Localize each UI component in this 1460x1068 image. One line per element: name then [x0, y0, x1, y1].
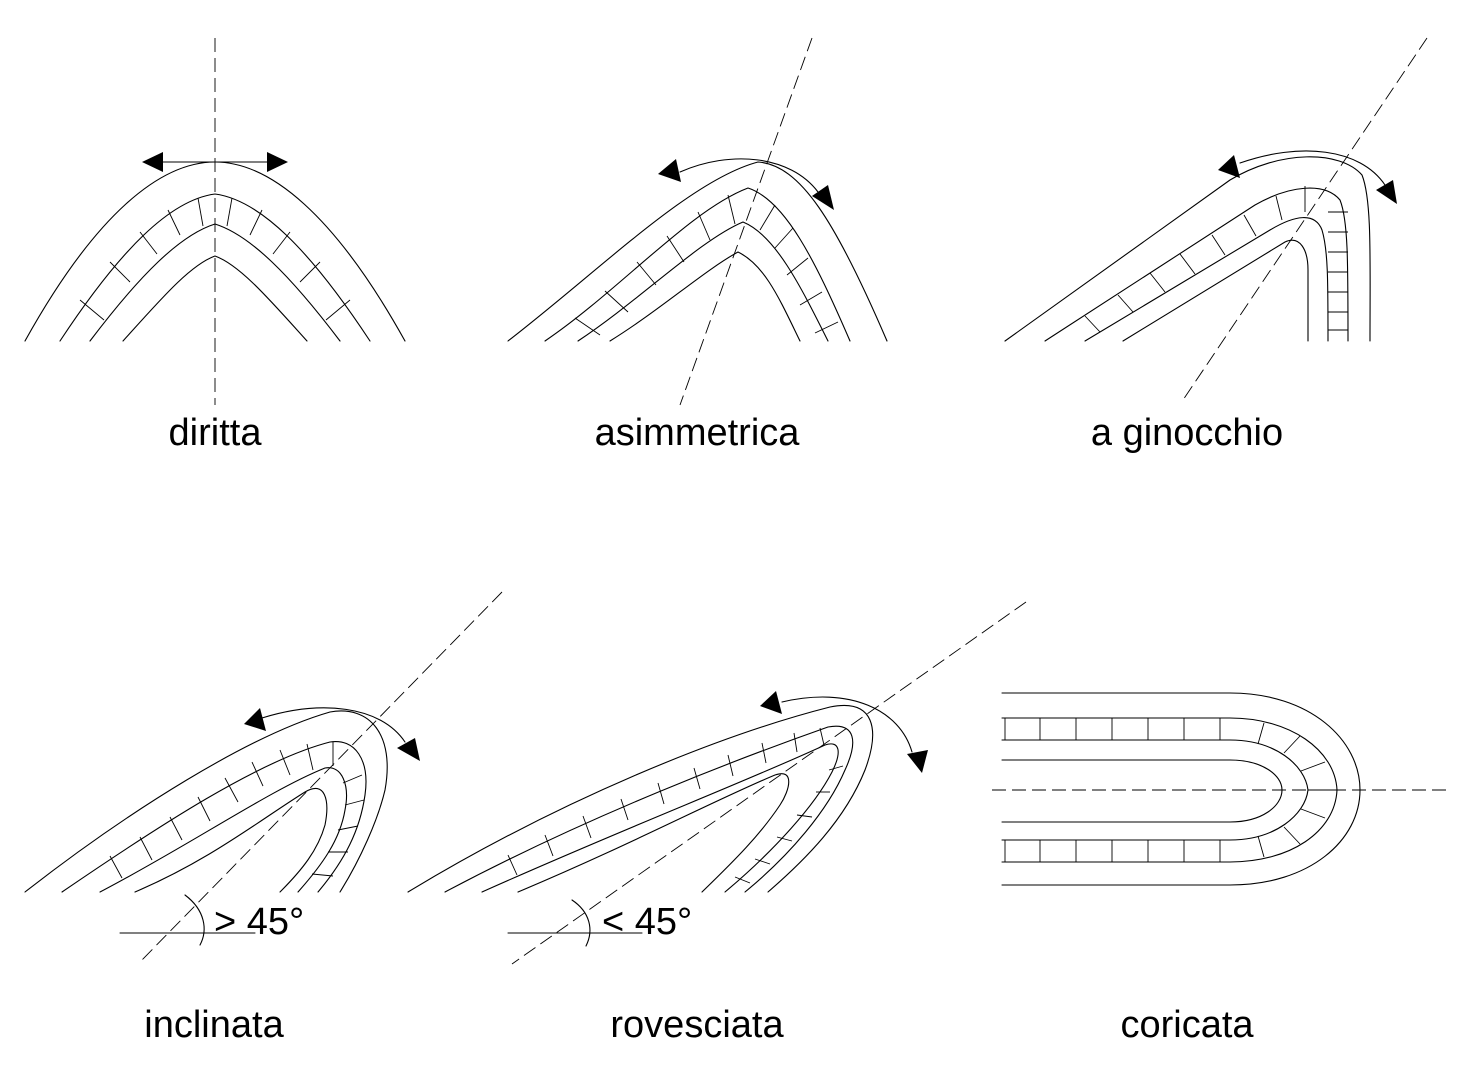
- fold-layer-bottom: [481, 743, 839, 893]
- caption-recumbent: coricata: [1120, 1004, 1254, 1046]
- arrow-head-right: [397, 738, 420, 761]
- double-headed-arrow: [142, 152, 288, 172]
- fold-inner-line: [1122, 239, 1309, 342]
- axial-plane-line: [1182, 37, 1428, 401]
- arrow-head-right: [907, 750, 928, 773]
- axial-plane-line: [511, 601, 1027, 965]
- axial-plane-line: [679, 37, 813, 406]
- caption-overturned: rovesciata: [610, 1004, 784, 1046]
- curved-arrow: [1218, 150, 1397, 204]
- caption-inclined: inclinata: [144, 1004, 284, 1046]
- layer-ticks: [1084, 186, 1348, 333]
- arrow-head-right: [267, 152, 288, 172]
- layer-ticks: [507, 727, 844, 884]
- angle-arc: [571, 899, 591, 947]
- arrow-head-left: [1218, 155, 1240, 178]
- fold-outer-line: [407, 704, 874, 893]
- arrow-head-left: [244, 708, 266, 731]
- fold-layer-bottom: [1084, 217, 1329, 342]
- fold-upright: diritta: [24, 38, 406, 454]
- fold-layer-top: [444, 725, 854, 893]
- caption-asymmetric: asimmetrica: [595, 412, 801, 454]
- fold-layer-bottom: [99, 767, 348, 893]
- fold-layer-bottom: [577, 221, 829, 342]
- fold-layer-top: [61, 741, 367, 893]
- fold-layer-top: [59, 193, 371, 342]
- caption-knee: a ginocchio: [1091, 412, 1283, 454]
- fold-layer-bottom: [89, 223, 341, 342]
- layer-ticks: [574, 194, 839, 336]
- curved-arrow: [244, 707, 420, 761]
- caption-upright: diritta: [169, 412, 263, 454]
- curved-arrow: [658, 158, 834, 210]
- arrow-head-left: [658, 159, 681, 182]
- fold-overturned: < 45° rovesciata: [407, 601, 1027, 1046]
- arrow-head-right: [1376, 180, 1397, 204]
- fold-inner-line: [1001, 759, 1283, 823]
- fold-inner-line: [122, 255, 308, 342]
- fold-layer-top: [544, 187, 851, 342]
- layer-ticks: [109, 742, 365, 879]
- fold-asymmetric: asimmetrica: [507, 37, 888, 454]
- angle-label-overturned: < 45°: [602, 901, 692, 943]
- fold-inclined: > 45° inclinata: [24, 591, 503, 1046]
- layer-ticks: [1004, 718, 1337, 862]
- fold-outer-line: [1004, 156, 1371, 342]
- arrow-head-right: [812, 185, 834, 210]
- fold-inner-line: [517, 773, 790, 893]
- arrow-head-left: [760, 691, 782, 714]
- fold-knee: a ginocchio: [1004, 37, 1428, 454]
- fold-outer-line: [1001, 692, 1361, 886]
- fold-inner-line: [134, 787, 328, 893]
- fold-outer-line: [507, 161, 888, 342]
- fold-inner-line: [609, 251, 801, 342]
- fold-recumbent: coricata: [992, 692, 1447, 1046]
- axial-plane-line: [139, 591, 503, 963]
- fold-outer-line: [24, 710, 388, 893]
- fold-layer-top: [1044, 187, 1349, 342]
- angle-label-inclined: > 45°: [214, 901, 304, 943]
- curved-arrow: [760, 691, 928, 773]
- angle-arc: [184, 894, 205, 946]
- arrow-head-left: [142, 152, 163, 172]
- layer-ticks: [79, 197, 351, 321]
